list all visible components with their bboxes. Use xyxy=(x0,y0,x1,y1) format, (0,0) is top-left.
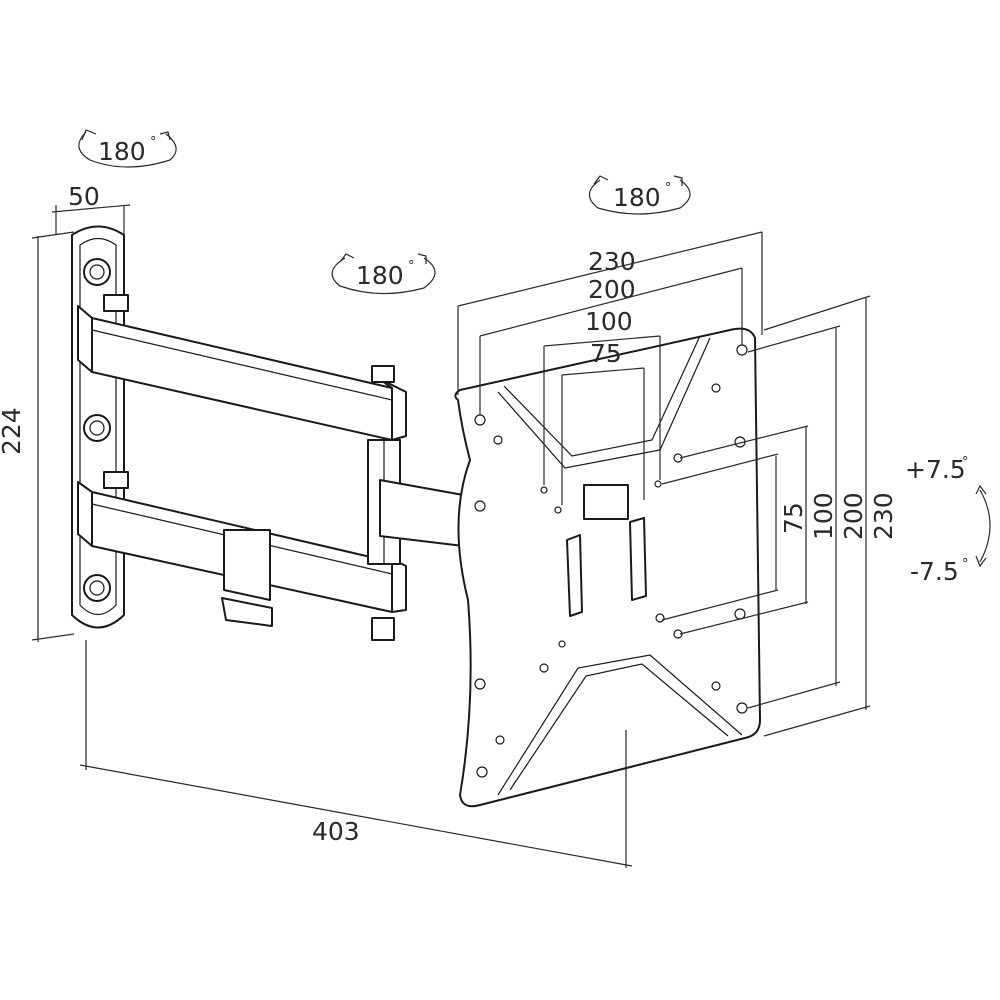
arm-swivel-angle: 180 xyxy=(356,261,404,290)
horizontal-dim-75: 75 xyxy=(590,339,622,368)
horizontal-dim-230: 230 xyxy=(588,247,636,276)
wall-swivel-degree-symbol: ° xyxy=(150,135,157,150)
vertical-dim-230: 230 xyxy=(869,492,898,540)
dim-vertical-vesa: 75 100 200 230 xyxy=(661,295,898,737)
vertical-dim-100: 100 xyxy=(809,492,838,540)
tilt-down-degree-symbol: ° xyxy=(962,557,969,572)
rotation-wall-swivel: 180 ° xyxy=(78,129,177,168)
dim-extension: 403 xyxy=(79,640,633,868)
tilt-up-degree-symbol: ° xyxy=(962,455,969,470)
vesa-mounting-plate xyxy=(454,327,761,808)
tilt-down-value: -7.5 xyxy=(910,557,959,586)
dim-wall-plate-height: 224 xyxy=(0,231,75,642)
rotation-arm-swivel: 180 ° xyxy=(331,253,436,295)
dim-horizontal-vesa: 230 200 100 75 xyxy=(457,231,763,505)
wall-plate xyxy=(71,225,125,629)
vertical-dim-75: 75 xyxy=(779,502,808,534)
wall-plate-height-label: 224 xyxy=(0,407,26,455)
rotation-plate: 180 ° xyxy=(588,175,691,215)
dim-wall-plate-width: 50 xyxy=(51,182,131,235)
extension-label: 403 xyxy=(312,817,360,846)
wall-plate-width-label: 50 xyxy=(68,182,100,211)
horizontal-dim-200: 200 xyxy=(588,275,636,304)
plate-rotation-degree-symbol: ° xyxy=(665,181,672,196)
wall-swivel-angle: 180 xyxy=(98,137,146,166)
horizontal-dim-100: 100 xyxy=(585,307,633,336)
swing-arm-upper xyxy=(77,294,407,441)
arm-swivel-degree-symbol: ° xyxy=(408,259,415,274)
vertical-dim-200: 200 xyxy=(839,492,868,540)
tilt-up-value: +7.5 xyxy=(905,455,966,484)
plate-rotation-angle: 180 xyxy=(613,183,661,212)
vesa-holes xyxy=(474,344,748,778)
tilt-indicator: +7.5 ° -7.5 ° xyxy=(905,455,991,586)
swing-arm-lower xyxy=(77,471,407,641)
